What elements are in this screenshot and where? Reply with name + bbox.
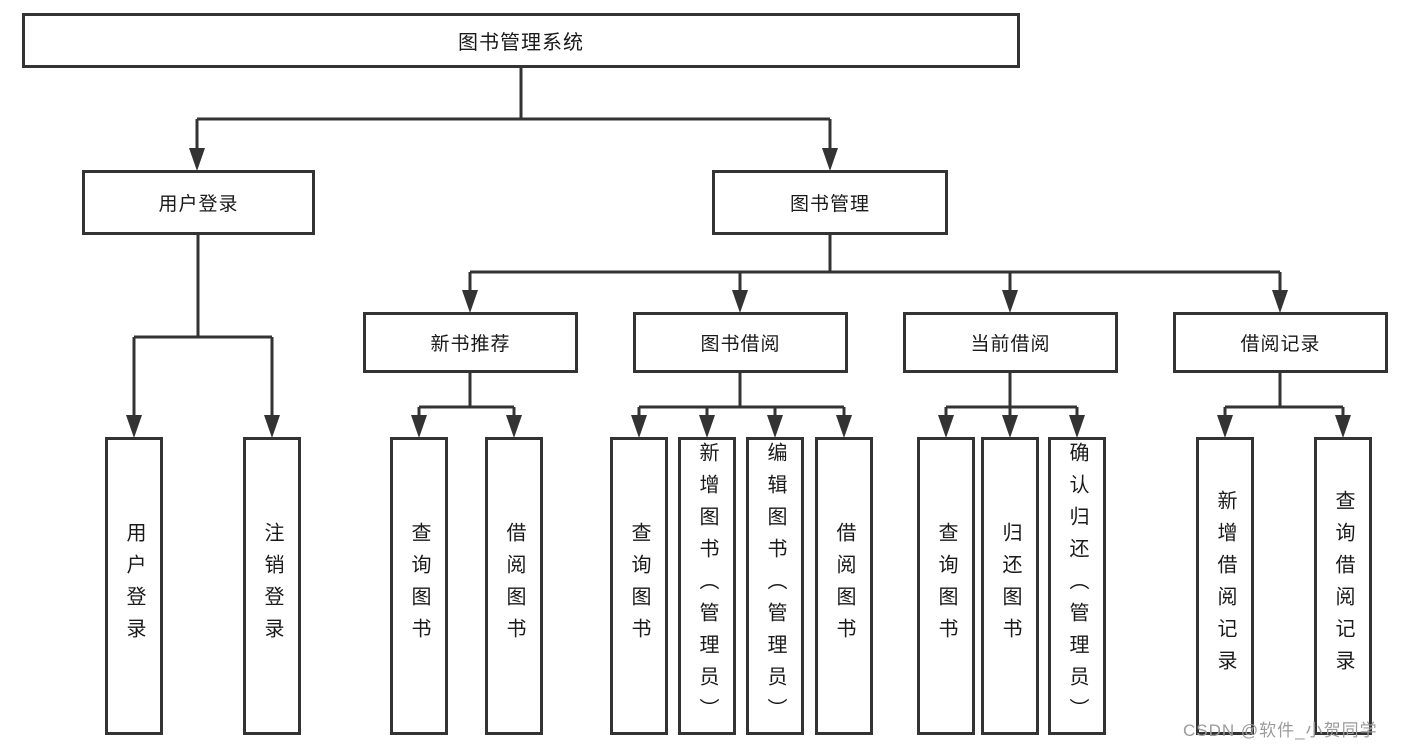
leaf-logout: 注销登录	[243, 437, 301, 735]
csdn-watermark: CSDN @软件_小贺同学	[1183, 721, 1378, 740]
node-new-book-recommendation: 新书推荐	[363, 312, 578, 373]
node-label: 新增借阅记录	[1214, 490, 1236, 682]
leaf-query-books-recommend: 查询图书	[390, 437, 448, 735]
node-user-login: 用户登录	[82, 170, 315, 235]
node-label: 借阅图书	[503, 522, 525, 650]
node-label: 归还图书	[999, 522, 1021, 650]
node-book-management: 图书管理	[712, 170, 948, 235]
leaf-query-books-borrowing: 查询图书	[610, 437, 668, 735]
node-library-management-system: 图书管理系统	[22, 13, 1020, 68]
leaf-add-borrow-record: 新增借阅记录	[1196, 437, 1254, 735]
node-borrowing-records: 借阅记录	[1173, 312, 1388, 373]
node-label: 图书借阅	[700, 334, 781, 355]
leaf-borrow-books: 借阅图书	[815, 437, 873, 735]
leaf-add-books-admin: 新增图书（管理员）	[678, 437, 736, 735]
node-label: 图书管理	[789, 194, 870, 215]
node-label: 查询图书	[935, 522, 957, 650]
node-label: 确认归还（管理员）	[1066, 442, 1088, 730]
leaf-user-login: 用户登录	[105, 437, 163, 735]
leaf-borrow-books-recommend: 借阅图书	[485, 437, 543, 735]
leaf-edit-books-admin: 编辑图书（管理员）	[746, 437, 804, 735]
node-label: 借阅记录	[1240, 334, 1321, 355]
leaf-query-borrow-record: 查询借阅记录	[1314, 437, 1372, 735]
node-current-borrowing: 当前借阅	[903, 312, 1118, 373]
node-label: 当前借阅	[970, 334, 1051, 355]
node-label: 注销登录	[261, 522, 283, 650]
leaf-confirm-return-admin: 确认归还（管理员）	[1048, 437, 1106, 735]
node-label: 图书管理系统	[458, 32, 584, 54]
node-label: 新增图书（管理员）	[696, 442, 718, 730]
leaf-query-books-current: 查询图书	[917, 437, 975, 735]
arrowhead-icons	[126, 148, 1351, 438]
leaf-return-books: 归还图书	[981, 437, 1039, 735]
node-label: 查询图书	[408, 522, 430, 650]
node-label: 用户登录	[158, 194, 239, 215]
node-book-borrowing: 图书借阅	[633, 312, 848, 373]
node-label: 查询借阅记录	[1332, 490, 1354, 682]
node-label: 借阅图书	[833, 522, 855, 650]
node-label: 查询图书	[628, 522, 650, 650]
node-label: 编辑图书（管理员）	[764, 442, 786, 730]
node-label: 新书推荐	[430, 334, 511, 355]
node-label: 用户登录	[123, 522, 145, 650]
